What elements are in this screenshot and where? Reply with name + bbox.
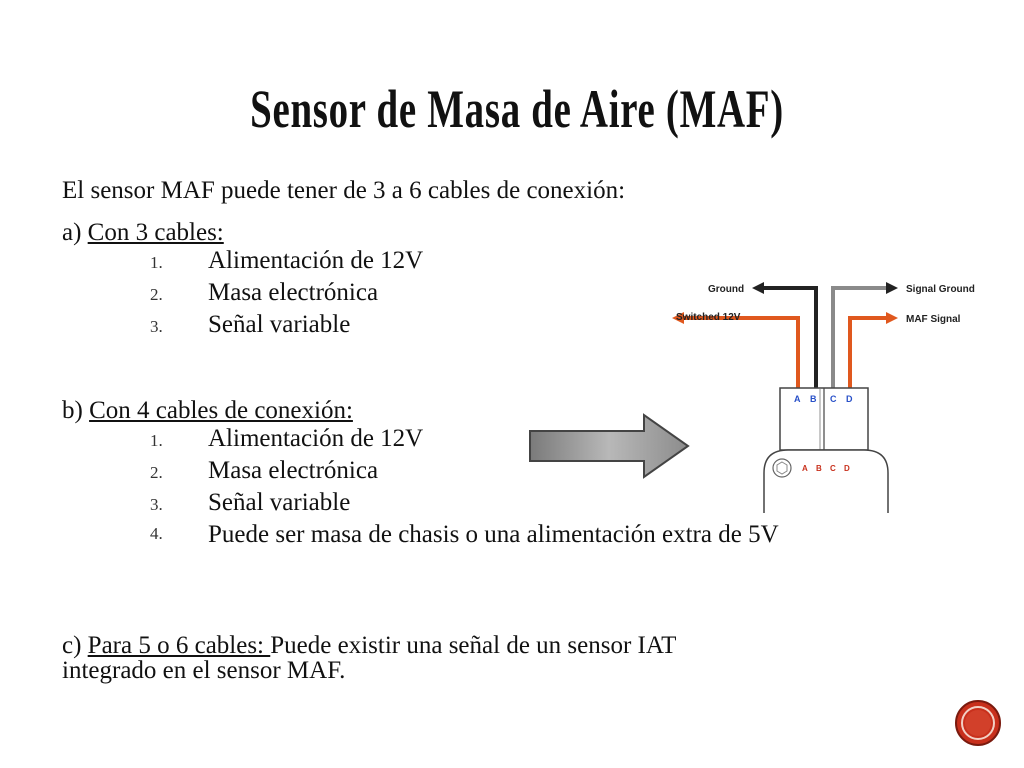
list-text: Masa electrónica [208,457,379,484]
list-item: 2. Masa electrónica [150,455,928,487]
list-item: 1. Alimentación de 12V [150,245,423,277]
list-text: Señal variable [208,311,351,338]
maf-connector-diagram: Ground Switched 12V Signal Ground MAF Si… [672,282,975,513]
list-item: 1. Alimentación de 12V [150,423,928,455]
sensor-body [763,449,889,513]
intro-text: El sensor MAF puede tener de 3 a 6 cable… [62,177,626,204]
list-item: 3. Señal variable [150,487,928,519]
switched-12v-label: Switched 12V [676,312,741,323]
list-item: 4. Puede ser masa de chasis o una aliment… [150,519,928,548]
section-a-list: 1. Alimentación de 12V 2. Masa electrónica… [150,245,423,341]
list-text: Masa electrónica [208,279,379,306]
arrowhead-icon [752,282,764,294]
list-number: 2. [150,285,163,304]
maf-signal-label: MAF Signal [906,314,961,325]
section-c-text: Puede existir una señal de un sensor IAT [270,632,677,659]
list-number: 3. [150,317,163,336]
maf-signal-wire [848,316,890,388]
signal-ground-wire [831,286,890,388]
list-number: 4. [150,524,163,543]
pin-label: A [794,394,801,404]
list-number: 2. [150,463,163,482]
section-b-heading: b) Con 4 cables de conexión: [62,398,353,424]
hex-nut-icon [776,461,788,475]
arrowhead-icon [672,312,684,324]
switched-12v-wire [680,316,800,388]
circle-logo-icon [955,700,1001,746]
arrowhead-icon [886,312,898,324]
right-arrow-icon [529,413,690,479]
pin-label: D [846,394,853,404]
pin-label: A [802,464,808,473]
arrowhead-icon [886,282,898,294]
list-text: Alimentación de 12V [208,247,424,274]
section-a-prefix: a) [62,219,88,246]
pin-label: B [816,464,822,473]
section-a-title: Con 3 cables: [87,219,224,246]
list-text: Alimentación de 12V [208,425,424,452]
pin-label: C [830,464,836,473]
list-number: 3. [150,495,163,514]
slide-title: Sensor de Masa de Aire (MAF) [250,79,784,139]
list-item: 2. Masa electrónica [150,277,423,309]
pin-label: C [830,394,837,404]
list-text: Puede ser masa de chasis o una alimentac… [208,521,779,548]
section-b-title: Con 4 cables de conexión: [89,397,353,424]
signal-ground-label: Signal Ground [906,284,975,295]
section-c-line-2: integrado en el sensor MAF. [62,657,346,684]
ground-wire [760,286,818,388]
pin-label: B [810,394,817,404]
section-a-heading: a) Con 3 cables: [62,220,224,246]
pin-label: D [844,464,850,473]
section-b-list: 1. Alimentación de 12V 2. Masa electrónica… [150,423,928,548]
list-item: 3. Señal variable [150,309,423,341]
list-number: 1. [150,431,163,450]
section-b-prefix: b) [62,397,90,424]
section-c-title: Para 5 o 6 cables: [87,632,271,659]
section-c-line-1: c) Para 5 o 6 cables: Puede existir una … [62,633,676,659]
ground-label: Ground [708,284,744,295]
list-number: 1. [150,253,163,272]
list-text: Señal variable [208,489,351,516]
section-c-prefix: c) [62,632,88,659]
